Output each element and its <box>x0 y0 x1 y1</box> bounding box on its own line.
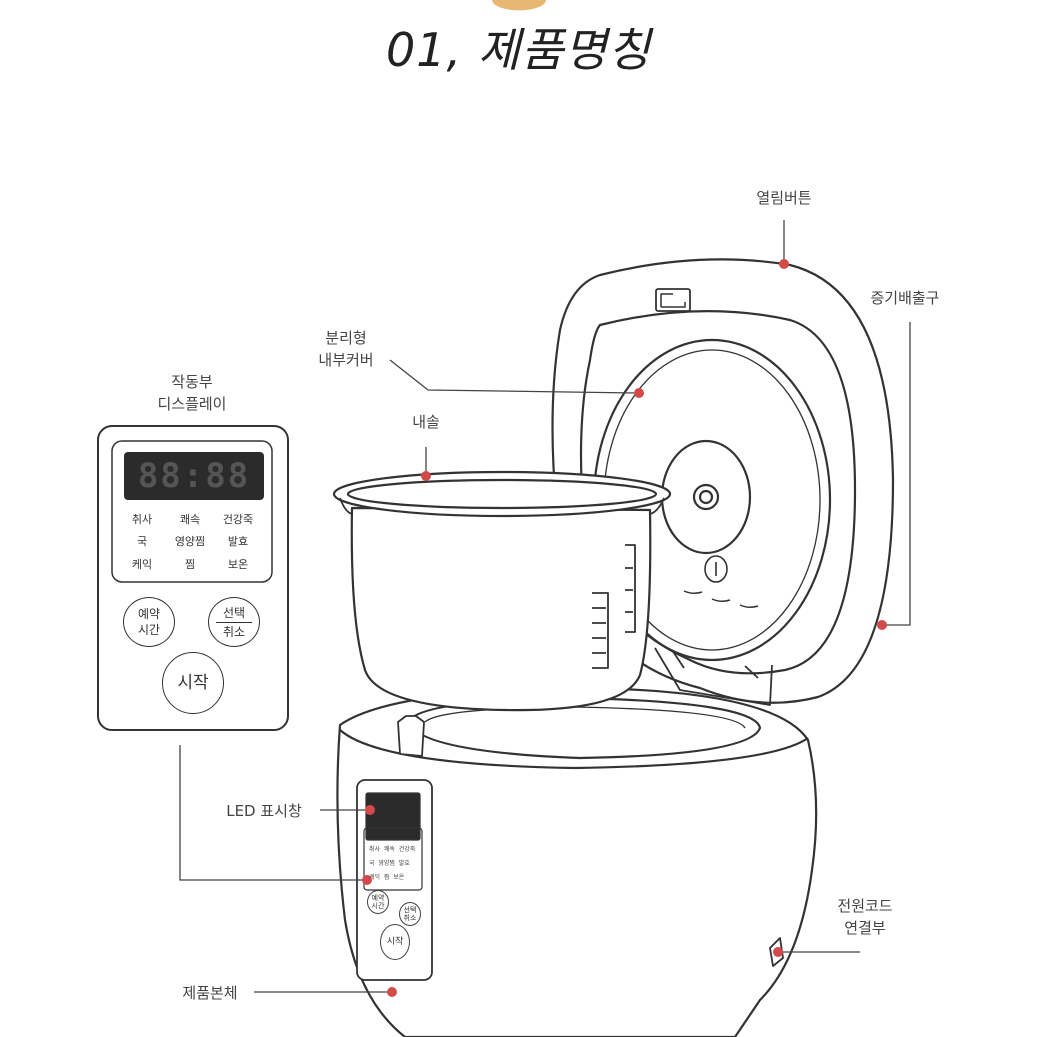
pot-rim-lower <box>339 497 665 515</box>
body-top-rim <box>339 729 809 770</box>
mini-select-button: 선택 취소 <box>399 902 421 926</box>
label-inner-pot: 내솔 <box>412 413 440 431</box>
dot-body <box>387 987 397 997</box>
reserve-time-button-line1: 예약 <box>137 607 161 621</box>
label-inner-cover-line1: 분리형 <box>325 329 367 347</box>
control-panel-drawing <box>97 425 289 731</box>
lid-catch <box>397 715 425 757</box>
mini-reserve-button: 예약 시간 <box>367 890 389 914</box>
mini-menu-item: 국 <box>369 860 375 867</box>
menu-item: 취사 <box>131 513 153 526</box>
valve-knob-inner <box>698 489 714 505</box>
select-cancel-divider <box>216 621 252 623</box>
logo-mark <box>655 288 691 312</box>
dot-control-panel <box>362 875 372 885</box>
vent-slot-3 <box>739 604 759 609</box>
label-control-display-line1: 작동부 <box>171 373 213 391</box>
dot-inner-cover <box>634 388 644 398</box>
mini-menu-item: 보온 <box>393 874 405 881</box>
label-led-display: LED 표시창 <box>226 802 302 820</box>
dot-steam-vent <box>877 620 887 630</box>
leader-lines <box>179 220 911 993</box>
select-cancel-button: 선택 취소 <box>208 597 260 647</box>
mini-select-line1: 선택 <box>403 906 417 914</box>
front-panel-menu-box <box>363 827 423 891</box>
body <box>336 686 818 1037</box>
menu-item: 쾌속 <box>179 513 201 526</box>
control-panel-outline <box>97 425 289 731</box>
mini-select-line2: 취소 <box>403 914 417 922</box>
start-button: 시작 <box>162 652 224 714</box>
menu-item: 국 <box>136 535 148 548</box>
select-cancel-button-line2: 취소 <box>222 624 246 639</box>
logo-mark-inner <box>660 293 686 308</box>
dot-power-cord <box>773 947 783 957</box>
label-open-button: 열림버튼 <box>756 189 812 207</box>
lid <box>551 258 895 706</box>
reserve-time-button-line2: 시간 <box>137 623 161 637</box>
water-scale-left <box>592 592 609 669</box>
mini-reserve-line2: 시간 <box>371 902 385 910</box>
hinge <box>654 647 773 706</box>
dot-open-button <box>779 259 789 269</box>
mini-menu-item: 찜 <box>383 874 390 881</box>
pot-rim-inner <box>346 478 658 510</box>
vent-slot-1 <box>683 590 703 595</box>
accent-decoration <box>492 0 546 11</box>
power-socket <box>769 937 784 967</box>
label-power-cord-line1: 전원코드 <box>837 897 893 915</box>
callout-dots <box>362 259 887 997</box>
page-title: 01, 제품명칭 <box>385 23 652 77</box>
label-power-cord: 전원코드 연결부 <box>820 895 910 939</box>
label-inner-cover: 분리형 내부커버 <box>306 327 386 371</box>
mini-menu-row: 케익 찜 보온 <box>369 872 404 881</box>
start-button-label: 시작 <box>177 673 209 693</box>
vent-slot-2 <box>711 598 731 603</box>
inner-pot <box>332 470 672 712</box>
label-inner-cover-line2: 내부커버 <box>318 351 374 369</box>
menu-item: 보온 <box>227 558 249 571</box>
mini-menu-row: 국 영양찜 발효 <box>369 858 410 867</box>
pot-rim-outer <box>332 470 672 518</box>
label-body: 제품본체 <box>182 984 238 1002</box>
menu-item: 찜 <box>184 558 196 571</box>
mini-reserve-line1: 예약 <box>371 894 385 902</box>
label-steam-vent: 증기배출구 <box>870 289 940 307</box>
menu-item: 케익 <box>131 558 153 571</box>
label-power-cord-line2: 연결부 <box>844 919 886 937</box>
panel-display: 88:88 <box>124 452 264 500</box>
leader-inner-cover <box>389 359 639 394</box>
mini-menu-item: 건강죽 <box>398 846 416 853</box>
mini-start-button: 시작 <box>380 924 410 960</box>
leader-control-panel <box>179 745 366 881</box>
mini-menu-item: 발효 <box>398 860 410 867</box>
dot-led-display <box>365 805 375 815</box>
mini-menu-row: 취사 쾌속 건강죽 <box>369 844 415 853</box>
label-control-display-line2: 디스플레이 <box>157 395 227 413</box>
select-cancel-button-line1: 선택 <box>222 605 246 620</box>
leader-steam-vent <box>883 322 911 626</box>
menu-item: 발효 <box>227 535 249 548</box>
mini-menu-item: 영양찜 <box>378 860 395 867</box>
reserve-time-button: 예약 시간 <box>123 597 175 647</box>
front-panel-screen <box>365 792 421 841</box>
menu-item: 건강죽 <box>222 513 254 526</box>
label-control-display: 작동부 디스플레이 <box>142 371 242 415</box>
control-panel-inner <box>111 440 273 583</box>
mini-start-label: 시작 <box>386 937 404 947</box>
water-scale-right <box>625 544 636 633</box>
lid-inner-rim <box>579 310 857 675</box>
mini-menu-item: 케익 <box>369 874 381 881</box>
valve-knob-outer <box>692 483 720 511</box>
pot-body <box>350 506 652 712</box>
steam-cap <box>704 555 728 583</box>
mini-menu-item: 쾌속 <box>383 846 395 853</box>
mini-menu-item: 취사 <box>369 846 381 853</box>
menu-item: 영양찜 <box>174 535 206 548</box>
dot-inner-pot <box>421 471 431 481</box>
